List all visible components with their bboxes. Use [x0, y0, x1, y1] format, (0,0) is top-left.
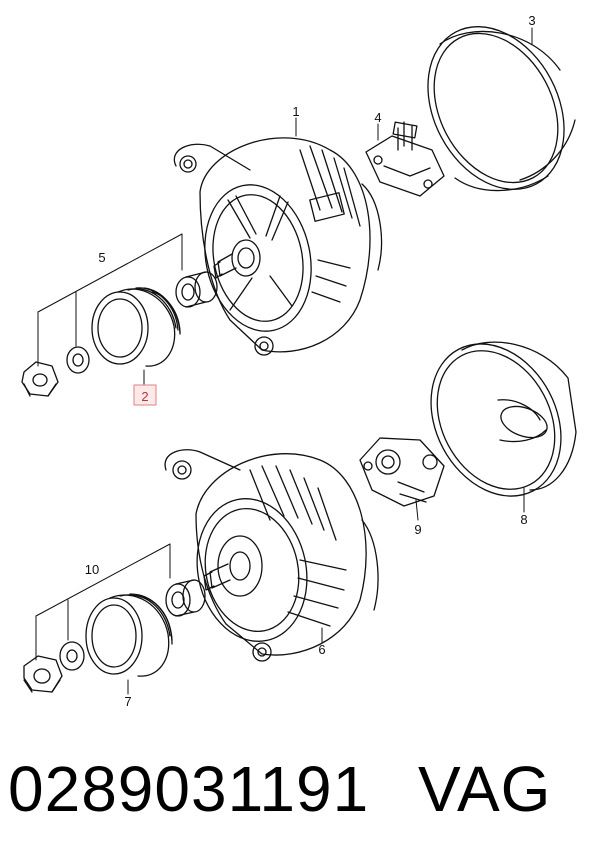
voltage-regulator-bottom	[359, 437, 445, 507]
callout-2-highlight	[133, 384, 157, 406]
alternator-bottom	[164, 449, 379, 662]
callout-2: 2	[141, 389, 148, 404]
cover-band-top	[427, 26, 576, 192]
part-number: 0289031191	[8, 753, 370, 825]
callout-4: 4	[374, 110, 381, 125]
callout-6: 6	[318, 642, 325, 657]
alternator-top	[173, 137, 383, 356]
spacer-bottom	[165, 579, 206, 617]
callout-5: 5	[98, 250, 105, 265]
cover-bottom	[430, 341, 577, 497]
pulley-bottom	[85, 593, 173, 677]
washer-top	[66, 346, 90, 374]
washer-bottom	[59, 641, 85, 671]
nut-top	[21, 361, 59, 397]
callout-7: 7	[124, 694, 131, 709]
callout-9: 9	[414, 522, 421, 537]
callout-1: 1	[292, 104, 299, 119]
callout-3: 3	[528, 13, 535, 28]
voltage-regulator-top	[365, 121, 445, 197]
pulley-top	[91, 287, 181, 367]
leader-lines-bottom	[127, 487, 525, 695]
nut-bottom	[23, 655, 63, 693]
bracket-10	[35, 543, 171, 661]
callout-10: 10	[85, 562, 99, 577]
bracket-5	[37, 233, 183, 367]
spacer-top	[175, 271, 218, 308]
leader-lines-top	[143, 27, 533, 385]
caption: 0289031191 VAG	[0, 752, 600, 842]
brand-name: VAG	[418, 753, 552, 825]
callout-8: 8	[520, 512, 527, 527]
